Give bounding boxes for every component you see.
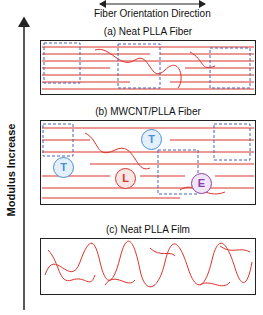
sample-box: (b) MWCNT/PLLA FiberTTLE [40, 120, 256, 205]
sample-box: (a) Neat PLLA Fiber [40, 40, 256, 95]
modulus-arrow [23, 18, 25, 310]
dashed-region [44, 43, 250, 88]
random-coils [45, 241, 252, 287]
circle-letter: T [60, 162, 67, 173]
circle-letter: L [122, 173, 129, 184]
mode-circle: T [53, 157, 74, 178]
mode-circle: L [115, 168, 136, 189]
circle-letter: T [148, 134, 155, 145]
mode-circle: E [191, 173, 212, 194]
fiber-chains [42, 128, 254, 198]
axis-label: Fiber Orientation Direction [94, 8, 211, 19]
sample-box: (c) Neat PLLA Film [40, 238, 256, 295]
dashed-region [43, 124, 250, 194]
orientation-arrow [100, 4, 205, 5]
box-title: (b) MWCNT/PLLA Fiber [41, 106, 255, 117]
box-title: (c) Neat PLLA Film [41, 224, 255, 235]
mode-circle: T [141, 129, 162, 150]
circle-letter: E [198, 178, 205, 189]
axis-label: Modulus Increase [5, 124, 17, 217]
box-title: (a) Neat PLLA Fiber [41, 26, 255, 37]
